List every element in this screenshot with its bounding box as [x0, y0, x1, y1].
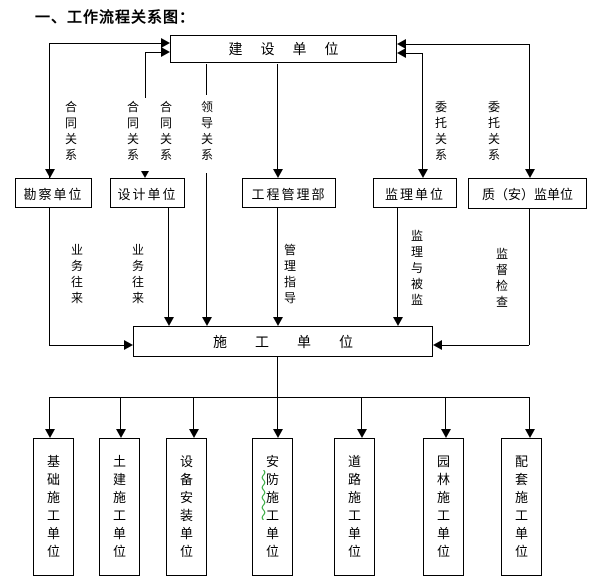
arrowhead-supervision-into-contractor — [393, 317, 403, 326]
arrowhead-into-design-top — [141, 171, 149, 178]
arrowhead-design-into-contractor — [164, 317, 174, 326]
trunk-horizontal-bus — [49, 397, 530, 398]
node-supervision-unit-label: 监理单位 — [384, 186, 445, 202]
node-sub-road: 道路施工单位 — [334, 438, 375, 576]
spellcheck-squiggle — [261, 470, 266, 520]
label-contract-3: 合同关系 — [159, 99, 173, 163]
edge-design-contractor-vline — [168, 208, 169, 317]
node-sub-security: 安防施工单位 — [252, 438, 293, 576]
arrowhead-into-equipment — [189, 429, 199, 438]
arrowhead-into-contractor-right — [433, 340, 442, 350]
node-engineering-management-label: 工程管理部 — [251, 186, 327, 202]
arrowhead-into-foundation — [45, 429, 55, 438]
drop-civil-vline — [120, 397, 121, 429]
node-sub-landscape: 园林施工单位 — [423, 438, 464, 576]
arrowhead-into-owner-left-1 — [161, 38, 170, 48]
edge-survey-contractor-hline — [49, 345, 124, 346]
drop-landscape-vline — [445, 397, 446, 429]
drop-foundation-vline — [49, 397, 50, 429]
label-contract-1: 合同关系 — [64, 99, 78, 163]
edge-owner-survey-hline — [49, 43, 161, 44]
node-sub-equipment-label: 设备安装单位 — [180, 454, 194, 559]
drop-equipment-vline — [193, 397, 194, 429]
label-entrust-2: 委托关系 — [487, 99, 501, 163]
node-supervision-unit: 监理单位 — [373, 178, 457, 208]
edge-leadership-vline-upper — [206, 64, 207, 95]
edge-owner-quality-vline — [529, 44, 530, 169]
arrowhead-into-mgmt-top — [273, 169, 283, 178]
node-engineering-management: 工程管理部 — [242, 178, 336, 208]
node-construction-owner-label: 建设单位 — [228, 41, 357, 57]
node-construction-owner: 建设单位 — [170, 35, 397, 63]
node-sub-security-label: 安防施工单位 — [266, 454, 280, 559]
node-quality-safety-unit: 质（安）监单位 — [468, 178, 587, 209]
node-design-unit-label: 设计单位 — [117, 186, 178, 202]
node-sub-civil-label: 土建施工单位 — [113, 454, 127, 559]
edge-mgmt-contractor-vline — [277, 208, 278, 317]
node-survey-unit-label: 勘察单位 — [23, 186, 84, 202]
edge-quality-contractor-hline — [442, 345, 529, 346]
arrowhead-into-owner-right-2 — [397, 48, 406, 58]
arrowhead-into-survey-top — [45, 169, 55, 178]
node-sub-equipment: 设备安装单位 — [166, 438, 207, 576]
trunk-contractor-vline — [277, 357, 278, 397]
arrowhead-into-owner-left-2 — [161, 47, 170, 57]
arrowhead-into-quality-top — [525, 169, 535, 178]
node-survey-unit: 勘察单位 — [15, 178, 92, 208]
arrowhead-into-contractor-left — [124, 340, 133, 350]
edge-owner-supervision-vline — [422, 53, 423, 169]
node-quality-safety-unit-label: 质（安）监单位 — [481, 187, 573, 202]
label-supervision-relation: 监理与被监 — [410, 228, 424, 308]
drop-supporting-vline — [529, 397, 530, 429]
edge-quality-contractor-vline — [529, 209, 530, 345]
node-sub-landscape-label: 园林施工单位 — [437, 454, 451, 559]
node-sub-foundation: 基础施工单位 — [33, 438, 74, 576]
edge-owner-design-vline — [145, 52, 146, 98]
edge-owner-survey-vline — [49, 43, 50, 178]
node-construction-contractor-label: 施工单位 — [213, 333, 381, 350]
drop-road-vline — [361, 397, 362, 429]
node-sub-supporting: 配套施工单位 — [501, 438, 542, 576]
arrowhead-into-security — [273, 429, 283, 438]
edge-owner-design-hline — [145, 52, 161, 53]
node-construction-contractor: 施工单位 — [133, 326, 433, 357]
label-business-1: 业务往来 — [70, 242, 84, 306]
edge-survey-contractor-vline — [49, 208, 50, 345]
label-contract-2: 合同关系 — [126, 99, 140, 163]
arrowhead-into-owner-right-1 — [397, 39, 406, 49]
edge-supervision-contractor-vline — [397, 208, 398, 317]
arrowhead-into-road — [357, 429, 367, 438]
node-sub-supporting-label: 配套施工单位 — [515, 454, 529, 559]
label-inspection: 监督检查 — [495, 246, 509, 310]
arrowhead-into-landscape — [441, 429, 451, 438]
arrowhead-mgmt-into-contractor — [273, 317, 283, 326]
label-leadership: 领导关系 — [200, 99, 214, 163]
edge-owner-mgmt-vline — [277, 64, 278, 169]
edge-owner-quality-hline — [406, 44, 529, 45]
edge-leadership-vline-lower — [206, 173, 207, 317]
arrowhead-into-civil — [116, 429, 126, 438]
label-business-2: 业务往来 — [131, 242, 145, 306]
node-design-unit: 设计单位 — [110, 178, 185, 208]
page-title: 一、工作流程关系图： — [35, 9, 196, 26]
node-sub-foundation-label: 基础施工单位 — [47, 454, 61, 559]
edge-owner-supervision-hline — [406, 53, 422, 54]
drop-security-vline — [277, 397, 278, 429]
arrowhead-into-supporting — [525, 429, 535, 438]
label-entrust-1: 委托关系 — [434, 99, 448, 163]
arrowhead-into-supervision-top — [418, 169, 428, 178]
label-management-guidance: 管理指导 — [283, 242, 297, 306]
node-sub-road-label: 道路施工单位 — [348, 454, 362, 559]
node-sub-civil: 土建施工单位 — [99, 438, 140, 576]
arrowhead-leadership-into-contractor — [202, 317, 212, 326]
